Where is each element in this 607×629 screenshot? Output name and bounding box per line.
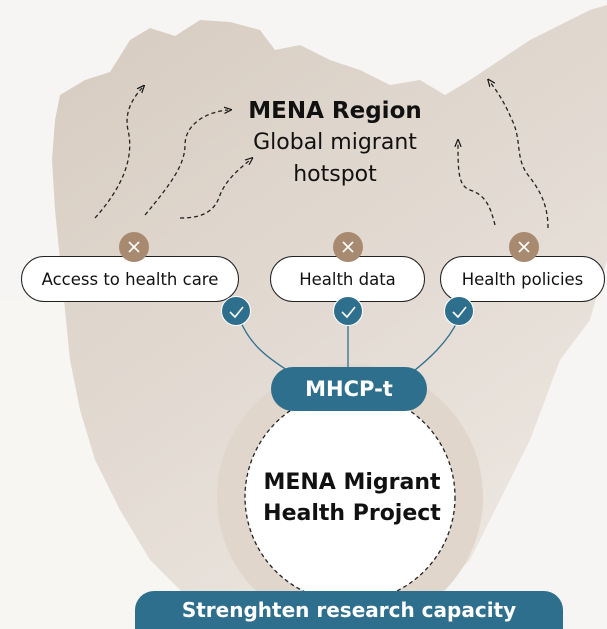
check-icon (444, 296, 474, 326)
hub-mhcp-label: MHCP-t (271, 367, 427, 411)
migration-arrow-4 (458, 143, 496, 226)
footer-banner: Strenghten research capacity (135, 591, 563, 629)
check-icon (221, 296, 251, 326)
migration-arrow-3 (179, 160, 250, 219)
pill-label: Health policies (461, 269, 584, 289)
project-title-line2: Health Project (263, 501, 441, 526)
footer-label: Strenghten research capacity (181, 598, 517, 622)
project-title-line1: MENA Migrant (263, 470, 441, 495)
migration-arrow-2 (144, 110, 228, 216)
cross-icon (509, 232, 539, 262)
project-title: MENA Migrant Health Project (232, 467, 472, 529)
migration-arrow-5 (490, 82, 549, 229)
region-subtitle-line1: Global migrant (253, 130, 417, 155)
pill-label: Health data (299, 269, 396, 289)
pill-label: Access to health care (41, 269, 219, 289)
cross-icon (119, 232, 149, 262)
pill-health-policies: Health policies (440, 256, 605, 302)
migration-arrow-1 (94, 88, 142, 219)
pill-access-to-health-care: Access to health care (21, 256, 239, 302)
region-subtitle-line2: hotspot (293, 162, 377, 187)
cross-icon (333, 232, 363, 262)
map-fade (0, 300, 230, 629)
migration-arrows (94, 82, 549, 229)
region-title: MENA Region (248, 98, 422, 124)
check-icon (333, 296, 363, 326)
